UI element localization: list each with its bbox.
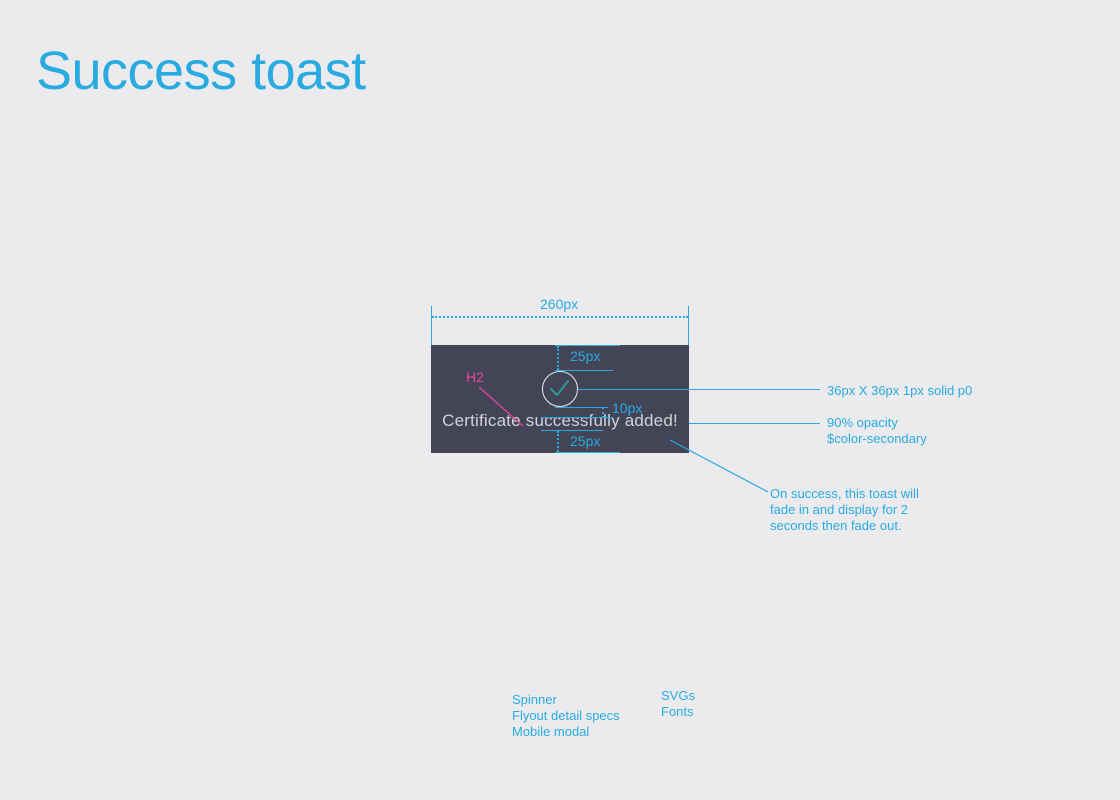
check-circle [542,371,578,407]
nav-link-mobile-modal[interactable]: Mobile modal [512,724,590,739]
behavior-annotation: On success, this toast will fade in and … [770,486,919,534]
nav-link-fonts[interactable]: Fonts [661,704,694,719]
icon-spec-annotation: 36px X 36px 1px solid p0 [827,383,973,398]
opacity-spec-line2: $color-secondary [827,431,927,446]
width-measure-dotted-line [432,316,688,318]
leader-line-icon-spec [578,389,820,390]
measure-line-toast-bottom [555,452,620,453]
measure-line-icon-top [555,370,613,371]
behavior-line2: fade in and display for 2 [770,502,909,517]
measure-dotted-padding-bottom [557,431,559,452]
width-measure-label: 260px [540,296,579,312]
behavior-line1: On success, this toast will [770,486,919,501]
padding-bottom-label: 25px [570,433,601,449]
opacity-spec-line1: 90% opacity [827,415,898,430]
opacity-spec-annotation: 90% opacity $color-secondary [827,415,927,447]
measure-dotted-padding-top [557,346,559,370]
width-measure-right-tick [688,306,689,345]
measure-line-text-top [541,417,613,418]
heading-tag-label: H2 [466,369,484,385]
page-title: Success toast [36,41,366,101]
measure-line-icon-bottom [555,407,608,408]
toast-message: Certificate successfully added! [442,411,678,430]
behavior-line3: seconds then fade out. [770,518,902,533]
gap-label: 10px [612,400,643,416]
measure-dotted-gap [602,407,604,418]
nav-link-spinner[interactable]: Spinner [512,692,557,707]
nav-column-2: SVGs Fonts [661,688,695,720]
nav-link-flyout-detail-specs[interactable]: Flyout detail specs [512,708,620,723]
leader-line-opacity-spec [689,423,820,424]
nav-link-svgs[interactable]: SVGs [661,688,695,703]
nav-column-1: Spinner Flyout detail specs Mobile modal [512,692,620,740]
measure-line-text-bottom [541,430,603,431]
checkmark-icon [550,380,569,396]
padding-top-label: 25px [570,348,601,364]
width-measure-left-tick [431,306,432,345]
measure-line-toast-top [555,345,620,346]
success-toast: Certificate successfully added! [431,345,689,453]
